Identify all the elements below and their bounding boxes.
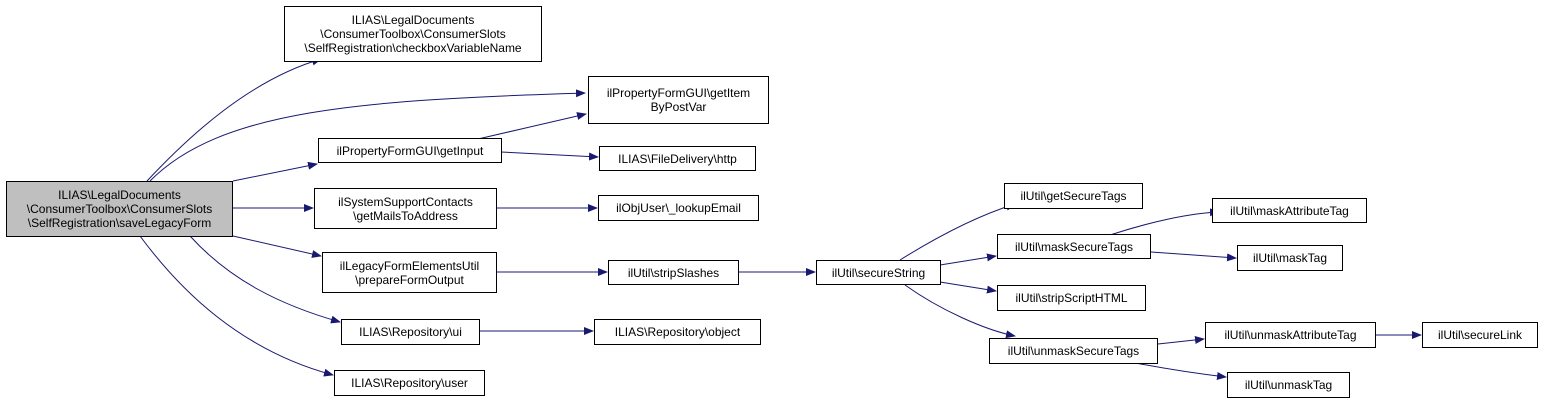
node-label-line: ilLegacyFormElementsUtil <box>339 258 480 273</box>
node-repository-user[interactable]: ILIAS\Repository\user <box>334 370 485 396</box>
node-label-line: ByPostVar <box>650 100 707 114</box>
node-label-line: ilObjUser\_lookupEmail <box>616 201 741 215</box>
edge-root-legacy <box>232 235 322 258</box>
edge-root-getinput <box>232 161 318 182</box>
node-secure-link[interactable]: ilUtil\secureLink <box>1422 322 1538 348</box>
node-repository-ui[interactable]: ILIAS\Repository\ui <box>341 319 480 345</box>
node-label-line: ILIAS\Repository\user <box>351 376 468 390</box>
edge-secure-getsec <box>899 202 1016 261</box>
node-label-line: ILIAS\Repository\object <box>614 325 741 339</box>
node-label-line: ilUtil\stripSlashes <box>627 265 720 280</box>
node-label-line: ilUtil\unmaskSecureTags <box>1007 344 1140 358</box>
node-unmask-secure-tags[interactable]: ilUtil\unmaskSecureTags <box>989 338 1158 364</box>
edge-unmasksec-unmaskattr <box>1157 335 1205 345</box>
node-label-line: ilSystemSupportContacts <box>338 194 473 209</box>
node-mask-attribute-tag[interactable]: ilUtil\maskAttributeTag <box>1212 198 1367 223</box>
edge-getinput-http <box>500 151 599 161</box>
node-label-line: ILIAS\FileDelivery\http <box>618 151 737 166</box>
node-lookup-email[interactable]: ilObjUser\_lookupEmail <box>598 195 759 221</box>
node-unmask-tag[interactable]: ilUtil\unmaskTag <box>1227 372 1350 398</box>
node-label-line: ilUtil\stripScriptHTML <box>1015 291 1128 305</box>
node-label-line: ilUtil\unmaskAttributeTag <box>1224 328 1357 342</box>
node-label-line: \getMailsToAddress <box>353 208 458 223</box>
edge-root-checkbox <box>146 57 322 182</box>
node-get-input[interactable]: ilPropertyFormGUI\getInput <box>318 138 502 163</box>
node-label-line: ilUtil\secureLink <box>1437 328 1523 342</box>
edge-root-getitem <box>149 89 586 182</box>
node-label-line: ILIAS\LegalDocuments <box>58 188 181 202</box>
node-label-line: ilUtil\maskSecureTags <box>1014 239 1134 254</box>
node-label-line: ILIAS\LegalDocuments <box>351 13 475 27</box>
node-strip-script-html[interactable]: ilUtil\stripScriptHTML <box>997 285 1146 311</box>
node-prepare-form-output[interactable]: ilLegacyFormElementsUtil\prepareFormOutp… <box>322 252 497 293</box>
edge-secure-unmasksec <box>904 284 1016 339</box>
node-label-line: ilUtil\maskAttributeTag <box>1230 203 1349 218</box>
node-strip-slashes[interactable]: ilUtil\stripSlashes <box>608 260 739 285</box>
node-label-line: ilPropertyFormGUI\getInput <box>336 143 484 158</box>
node-label-line: ILIAS\Repository\ui <box>359 325 462 339</box>
edge-getinput-getitem <box>477 112 587 140</box>
node-label-line: \SelfRegistration\checkboxVariableName <box>304 41 522 55</box>
node-file-delivery-http[interactable]: ILIAS\FileDelivery\http <box>599 146 756 171</box>
node-get-secure-tags[interactable]: ilUtil\getSecureTags <box>1004 183 1143 209</box>
node-label-line: ilPropertyFormGUI\getItem <box>606 86 751 100</box>
edge-root-ui <box>189 235 341 324</box>
node-label-line: ilUtil\unmaskTag <box>1244 378 1333 392</box>
node-save-legacy-form[interactable]: ILIAS\LegalDocuments\ConsumerToolbox\Con… <box>6 181 233 237</box>
edge-masksec-masktag <box>1150 251 1237 262</box>
edge-root-user <box>139 235 334 377</box>
node-label-line: \ConsumerToolbox\ConsumerSlots <box>26 202 213 216</box>
node-unmask-attribute-tag[interactable]: ilUtil\unmaskAttributeTag <box>1205 322 1376 348</box>
node-label-line: \SelfRegistration\saveLegacyForm <box>27 216 212 230</box>
edge-secure-masksec <box>939 253 997 266</box>
node-label-line: ilUtil\getSecureTags <box>1020 189 1127 203</box>
node-label-line: \ConsumerToolbox\ConsumerSlots <box>320 27 506 41</box>
node-label-line: \prepareFormOutput <box>355 272 464 287</box>
node-repository-object[interactable]: ILIAS\Repository\object <box>594 319 761 345</box>
edge-masksec-maskattr <box>1109 208 1220 236</box>
node-secure-string[interactable]: ilUtil\secureString <box>816 260 941 285</box>
node-get-mails-to-address[interactable]: ilSystemSupportContacts\getMailsToAddres… <box>314 188 497 229</box>
node-mask-secure-tags[interactable]: ilUtil\maskSecureTags <box>997 234 1151 259</box>
edge-secure-script <box>939 281 997 294</box>
node-checkbox-variable-name[interactable]: ILIAS\LegalDocuments\ConsumerToolbox\Con… <box>284 6 542 62</box>
node-label-line: ilUtil\maskTag <box>1252 251 1327 265</box>
node-label-line: ilUtil\secureString <box>831 265 926 280</box>
node-mask-tag[interactable]: ilUtil\maskTag <box>1237 245 1343 271</box>
